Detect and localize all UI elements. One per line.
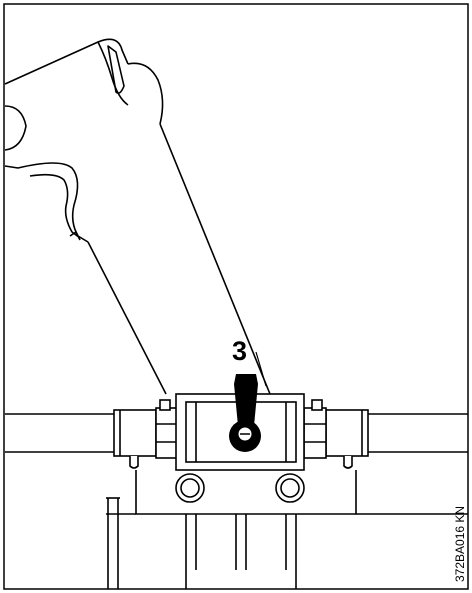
gun-grip-notch (69, 231, 81, 241)
horizontal-pipes (5, 413, 468, 453)
gun-grip-inner (29, 173, 81, 239)
valve-lever (229, 374, 261, 452)
bracket-outline (135, 470, 357, 515)
figure-code: 372BA016 KN (453, 506, 467, 582)
callout-number: 3 (232, 336, 247, 366)
right-hex-nut (303, 407, 327, 459)
gun-top-bump (127, 62, 164, 125)
gun-barrel-left (87, 241, 167, 395)
left-fitting (113, 399, 179, 469)
right-fitting (303, 399, 369, 469)
figure-border (3, 3, 469, 590)
gun-grip-outer (4, 162, 89, 243)
left-hex-nut (155, 407, 179, 459)
gun-inner-slot (107, 45, 125, 94)
gun-body-notch (97, 41, 129, 106)
right-clamp (275, 473, 305, 503)
gun-barrel-right (159, 123, 271, 395)
valve-lever-handle (234, 374, 258, 426)
spray-gun (4, 38, 271, 395)
gun-ring (4, 105, 27, 151)
mounting-bracket (106, 470, 468, 515)
callout-leader (255, 351, 267, 387)
gun-body-top (4, 38, 129, 85)
bracket-mount-rods (107, 498, 297, 589)
left-clamp (175, 473, 205, 503)
